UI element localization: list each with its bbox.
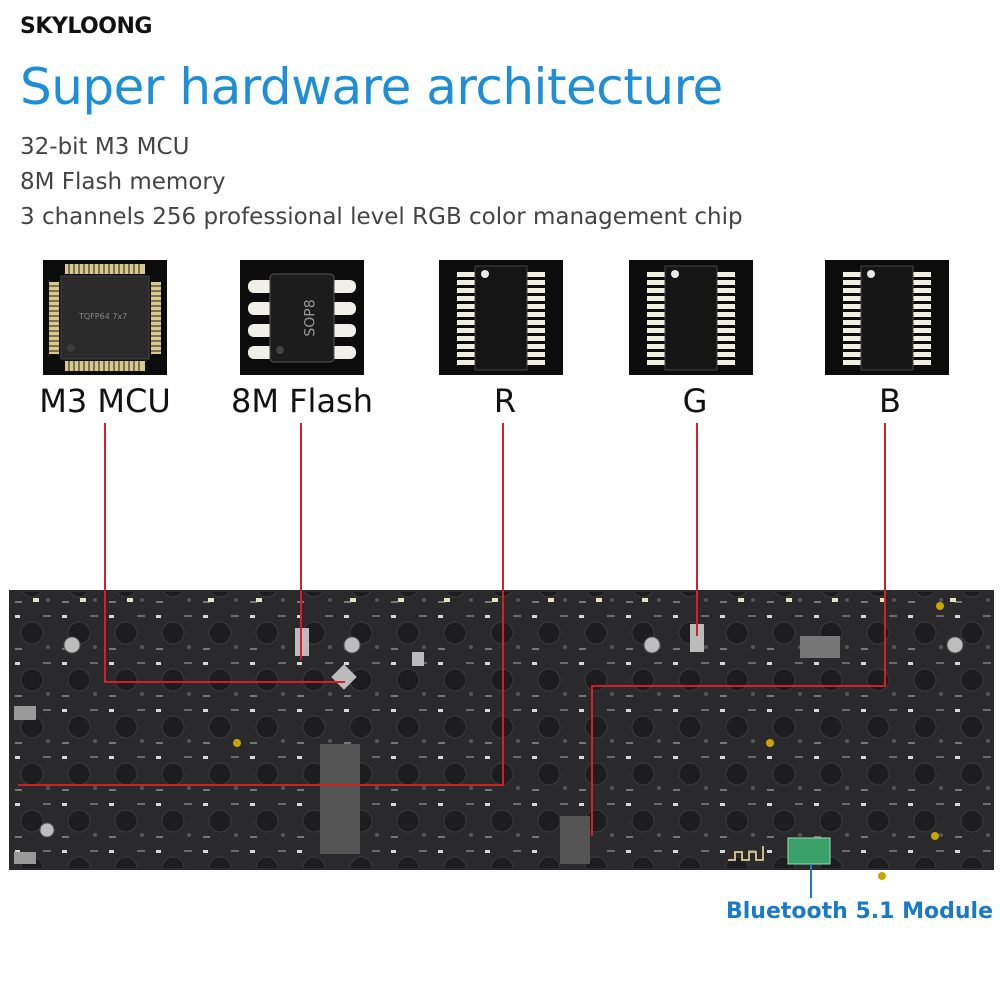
chip-label-mcu: M3 MCU <box>39 382 171 420</box>
chip-label-r: R <box>493 382 517 420</box>
flash-chip-icon: SOP8 <box>240 260 364 375</box>
spec-line-flash: 8M Flash memory <box>20 169 226 195</box>
chip-label-g: G <box>682 382 708 420</box>
antenna-trace <box>728 846 764 861</box>
blue-driver-chip-icon <box>825 260 949 375</box>
red-driver-chip-icon <box>439 260 563 375</box>
mcu-chip-icon: TQFP64 7x7 <box>43 260 167 375</box>
mcu-chip-marking: TQFP64 7x7 <box>79 312 128 321</box>
spec-line-mcu: 32-bit M3 MCU <box>20 134 190 160</box>
bluetooth-module-label: Bluetooth 5.1 Module <box>726 899 993 924</box>
spec-line-rgb: 3 channels 256 professional level RGB co… <box>20 204 743 230</box>
brand-logo: SKYLOONG <box>20 14 152 39</box>
green-driver-chip-icon <box>629 260 753 375</box>
connector-lines <box>18 423 886 836</box>
page-title: Super hardware architecture <box>20 58 723 116</box>
chip-label-b: B <box>879 382 901 420</box>
chip-label-flash: 8M Flash <box>231 382 373 420</box>
bluetooth-module <box>787 837 831 865</box>
